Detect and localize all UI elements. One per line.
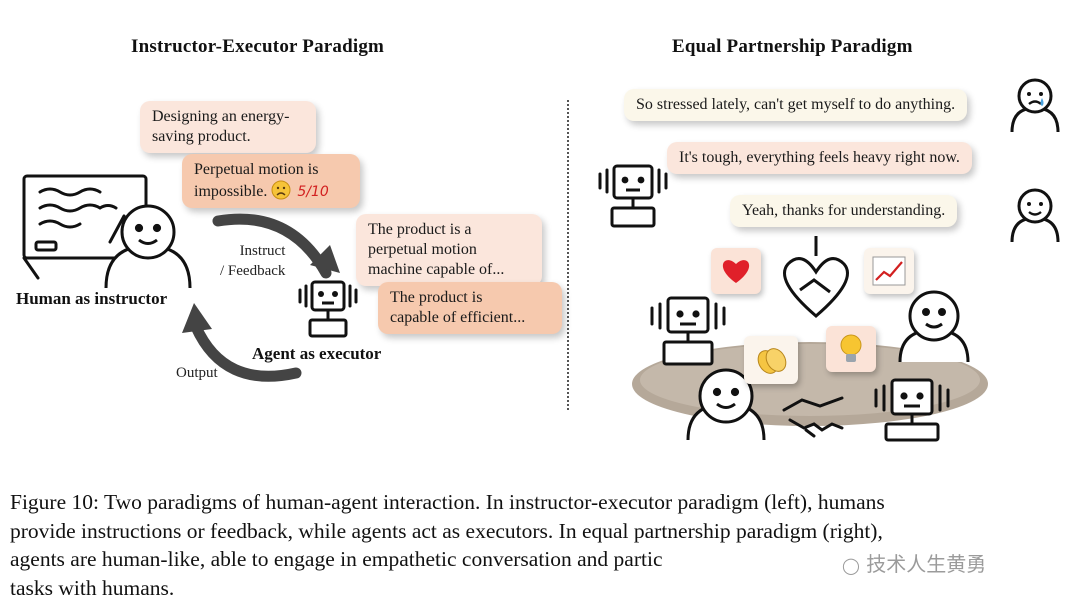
robot-agent-icon xyxy=(298,280,358,338)
chart-card xyxy=(864,248,914,294)
bubble-perpetual-line2: impossible. xyxy=(194,183,268,200)
score-annotation: 5/10 xyxy=(297,184,329,200)
robot-chat-icon xyxy=(598,164,668,228)
heart-icon xyxy=(722,260,750,283)
trend-chart-icon xyxy=(872,256,906,286)
bubble-product1-line1: The product is a xyxy=(368,221,472,238)
output-arrow-icon xyxy=(182,303,302,382)
caption-line-1: Figure 10: Two paradigms of human-agent … xyxy=(10,490,885,514)
bubble-product2-line1: The product is xyxy=(390,289,483,306)
instruct-label-line1: Instruct xyxy=(239,243,286,259)
frown-emoji-icon xyxy=(271,180,291,200)
left-panel-title: Instructor-Executor Paradigm xyxy=(131,36,385,57)
clap-card xyxy=(744,336,798,384)
chat-message-human-2: Yeah, thanks for understanding. xyxy=(730,195,958,227)
human-partner-right-icon xyxy=(898,290,970,363)
instruct-label-line2: / Feedback xyxy=(220,263,286,279)
collaboration-scene xyxy=(632,236,988,442)
bubble-design-line1: Designing an energy- xyxy=(152,108,290,125)
lightbulb-icon xyxy=(840,334,862,362)
sad-human-icon xyxy=(1010,78,1060,132)
cycle-arrows xyxy=(182,213,340,382)
bubble-product-claim: The product is a perpetual motion machin… xyxy=(356,214,542,286)
human-instructor-label: Human as instructor xyxy=(16,289,168,308)
wechat-icon: ◯ xyxy=(842,556,860,575)
agent-executor-label: Agent as executor xyxy=(252,344,382,363)
bubble-design-task: Designing an energy- saving product. xyxy=(140,101,316,153)
robot-partner-front-icon xyxy=(874,378,950,442)
heart-card xyxy=(711,248,761,294)
bubble-product-revised: The product is capable of efficient... xyxy=(378,282,562,334)
instruct-arrow-icon xyxy=(212,213,340,279)
bubble-product1-line3: machine capable of... xyxy=(368,261,505,278)
panel-divider xyxy=(567,100,569,410)
human-partner-front-icon xyxy=(686,368,766,441)
bubble-product1-line2: perpetual motion xyxy=(368,241,477,258)
human-instructor-icon xyxy=(104,204,192,289)
caption-line-2: provide instructions or feedback, while … xyxy=(10,518,883,543)
heart-handshake-icon xyxy=(783,236,849,318)
chat-message-human-1: So stressed lately, can't get myself to … xyxy=(624,89,968,121)
figure-caption: Figure 10: Two paradigms of human-agent … xyxy=(10,488,1070,602)
instruct-feedback-label: Instruct / Feedback xyxy=(220,241,285,281)
bubble-product2-line2: capable of efficient... xyxy=(390,309,526,326)
right-panel-title: Equal Partnership Paradigm xyxy=(672,36,913,57)
chat-message-agent: It's tough, everything feels heavy right… xyxy=(667,142,972,174)
robot-partner-left-icon xyxy=(650,296,726,366)
watermark-text: 技术人生黄勇 xyxy=(866,552,987,576)
bubble-perpetual-line1: Perpetual motion is xyxy=(194,161,319,178)
idea-card xyxy=(826,326,876,372)
calm-human-icon xyxy=(1010,188,1060,242)
bubble-perpetual-feedback: Perpetual motion is impossible. 5/10 xyxy=(182,154,360,208)
output-label: Output xyxy=(176,365,218,381)
bubble-design-line2: saving product. xyxy=(152,128,251,145)
caption-line-3: agents are human-like, able to engage in… xyxy=(10,547,663,571)
instructor-illustration xyxy=(22,174,192,289)
handshake-icon xyxy=(782,396,844,438)
caption-line-4: tasks with humans. xyxy=(10,575,175,600)
watermark: ◯ 技术人生黄勇 xyxy=(842,548,986,577)
clapping-hands-icon xyxy=(757,348,787,374)
